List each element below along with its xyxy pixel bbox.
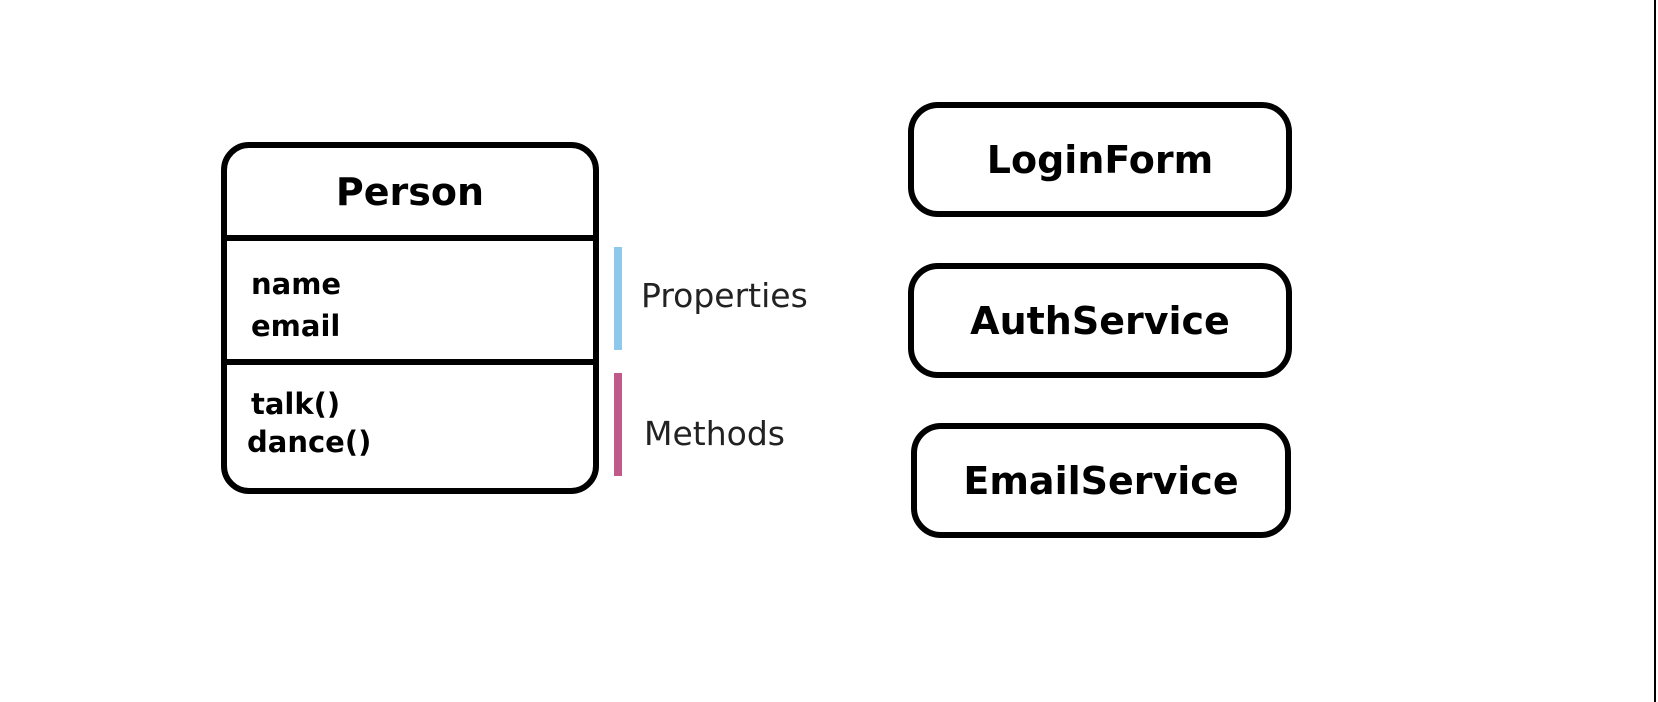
person-class-box: Person name email talk() dance(): [221, 142, 599, 494]
methods-label: Methods: [644, 414, 785, 453]
properties-section: name email: [227, 241, 593, 365]
method-item: talk(): [251, 387, 341, 421]
methods-bracket: [614, 373, 622, 476]
properties-label: Properties: [641, 276, 808, 315]
method-item: dance(): [247, 425, 372, 459]
right-edge-divider: [1654, 0, 1656, 702]
class-title: Person: [227, 148, 593, 241]
methods-section: talk() dance(): [227, 365, 593, 488]
auth-service-box: AuthService: [908, 263, 1292, 378]
properties-bracket: [614, 247, 622, 350]
property-item: email: [251, 309, 341, 343]
email-service-box: EmailService: [911, 423, 1291, 538]
login-form-box: LoginForm: [908, 102, 1292, 217]
property-item: name: [251, 267, 342, 301]
